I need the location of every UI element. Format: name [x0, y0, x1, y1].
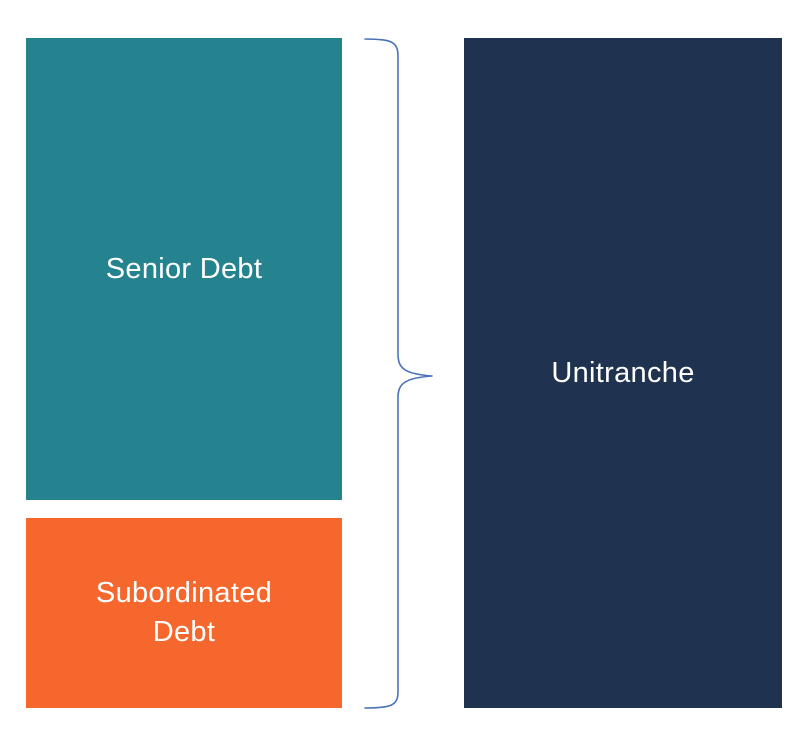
- subordinated-debt-label: Subordinated Debt: [95, 577, 273, 648]
- curly-brace-connector: [364, 38, 433, 709]
- unitranche-block: Unitranche: [464, 38, 782, 708]
- senior-debt-label: Senior Debt: [105, 252, 263, 285]
- subordinated-debt-block: Subordinated Debt: [26, 518, 342, 708]
- curly-brace-path: [364, 38, 433, 709]
- unitranche-label: Unitranche: [551, 356, 695, 389]
- senior-debt-block: Senior Debt: [26, 38, 342, 500]
